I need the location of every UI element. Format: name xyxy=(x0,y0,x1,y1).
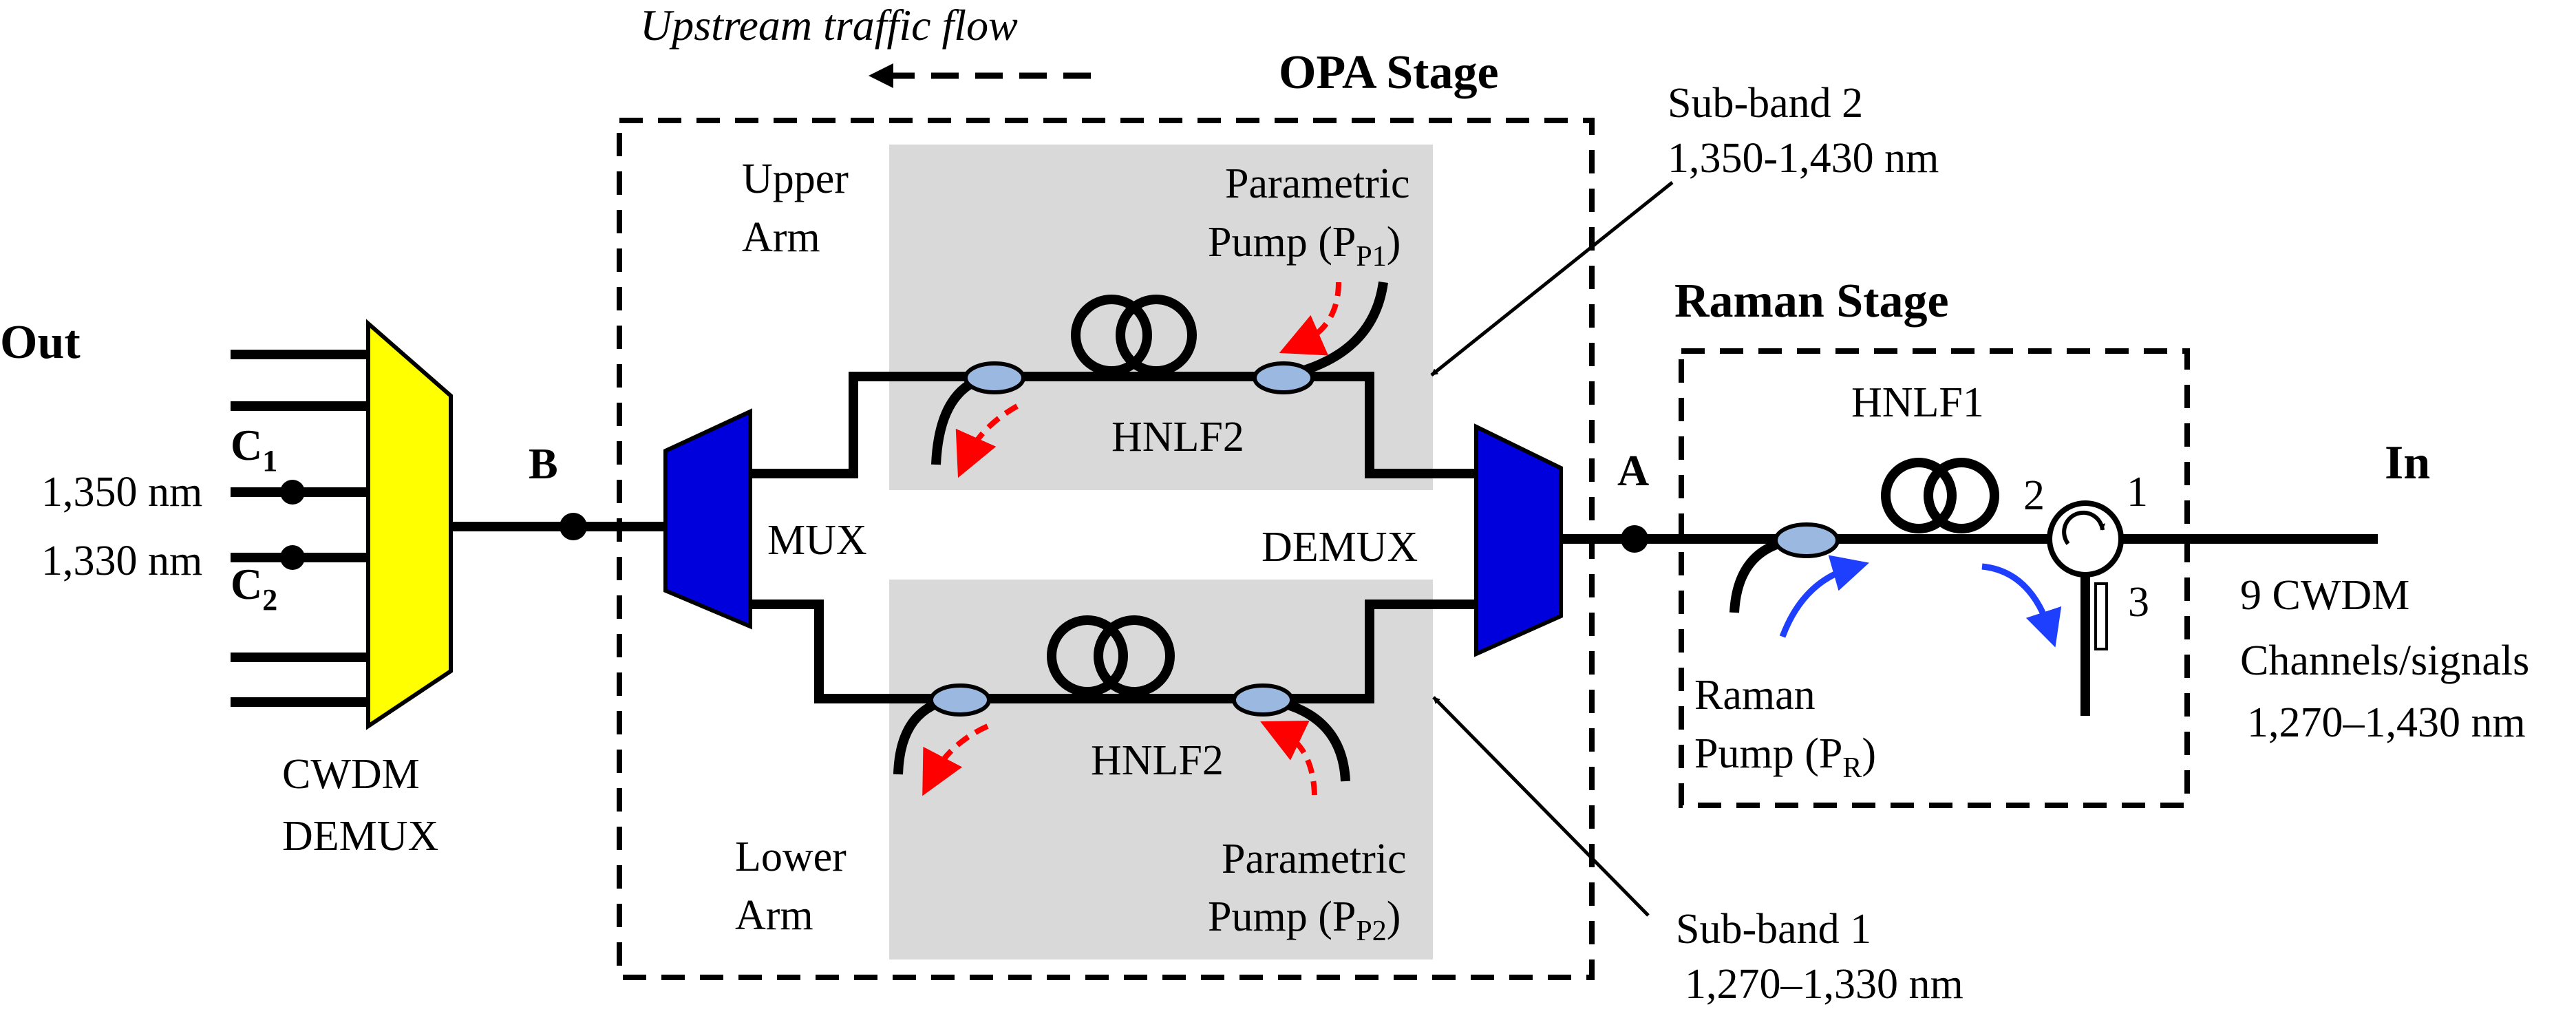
mux-label: MUX xyxy=(767,517,867,564)
parametric-pump1-line2: Pump (PP1) xyxy=(1208,219,1401,273)
mux-block xyxy=(663,408,752,630)
lower-coupler-left xyxy=(929,683,991,717)
point-b-dot xyxy=(560,513,587,540)
raman-stage-box xyxy=(1679,348,2190,808)
output-label: Out xyxy=(0,316,81,369)
c2-dot xyxy=(280,545,305,570)
c2-label: C2 xyxy=(231,560,277,617)
demux-label: DEMUX xyxy=(1262,524,1418,571)
parametric-arrow-lower-out xyxy=(922,723,989,796)
subband2-pointer xyxy=(1430,181,1674,377)
raman-pump-line1: Raman xyxy=(1694,672,1816,719)
subband2-line2: 1,350-1,430 nm xyxy=(1668,135,1939,182)
raman-coupler xyxy=(1774,522,1840,558)
c1-dot xyxy=(280,480,305,505)
hnlf1-label: HNLF1 xyxy=(1851,379,1984,426)
parametric-pump2-line1: Parametric xyxy=(1222,836,1407,882)
input-desc-line1: 9 CWDM xyxy=(2240,572,2409,619)
input-desc-line3: 1,270–1,430 nm xyxy=(2247,699,2526,746)
lower-arm-fiber xyxy=(750,600,1476,703)
cwdm-demux-block xyxy=(366,319,453,730)
flow-label: Upstream traffic flow xyxy=(640,1,1018,50)
opa-stage-title: OPA Stage xyxy=(1279,46,1499,99)
optical-circulator xyxy=(2047,500,2124,577)
circulator-port3: 3 xyxy=(2128,579,2149,626)
subband1-line1: Sub-band 1 xyxy=(1676,906,1871,953)
hnlf2-lower-label: HNLF2 xyxy=(1091,737,1224,784)
parametric-arrow-upper-pump xyxy=(1279,282,1341,356)
demux-block xyxy=(1474,423,1563,657)
subband1-pointer xyxy=(1432,696,1650,917)
lower-arm-label-line2: Arm xyxy=(735,892,813,939)
input-desc-line2: Channels/signals xyxy=(2240,637,2529,684)
point-a-dot xyxy=(1621,525,1648,553)
parametric-arrow-upper-out xyxy=(955,403,1019,478)
circulator-port2: 2 xyxy=(2023,472,2045,519)
hnlf2-upper-coil xyxy=(1071,295,1197,376)
hnlf2-lower-coil xyxy=(1047,615,1175,697)
parametric-pump1-line1: Parametric xyxy=(1225,160,1410,207)
c1-label: C1 xyxy=(231,421,277,478)
subband2-line1: Sub-band 2 xyxy=(1668,80,1863,127)
upper-arm-label-line1: Upper xyxy=(742,156,849,202)
cwdm-demux-label-line2: DEMUX xyxy=(282,813,438,860)
upper-arm-fiber xyxy=(750,372,1476,478)
parametric-arrow-lower-pump xyxy=(1260,720,1317,796)
circulator-port3-filter xyxy=(2094,582,2108,650)
upper-coupler-right xyxy=(1253,361,1314,394)
hnlf2-upper-label: HNLF2 xyxy=(1111,414,1244,460)
circulator-port1: 1 xyxy=(2127,469,2148,516)
lower-arm-label-line1: Lower xyxy=(735,834,847,880)
raman-stage-title: Raman Stage xyxy=(1674,275,1949,328)
wl-1350-label: 1,350 nm xyxy=(41,469,202,516)
wl-1330-label: 1,330 nm xyxy=(41,538,202,584)
raman-arrow-out xyxy=(1981,563,2062,648)
hnlf1-coil xyxy=(1881,458,1999,533)
point-b-label: B xyxy=(529,439,558,488)
point-a-label: A xyxy=(1617,446,1649,495)
cwdm-output-ports xyxy=(231,350,368,707)
raman-pump-line2: Pump (PR) xyxy=(1694,730,1876,784)
upper-coupler-left xyxy=(964,361,1025,394)
subband1-line2: 1,270–1,330 nm xyxy=(1685,961,1963,1008)
raman-arrow-pump xyxy=(1779,555,1869,638)
lower-coupler-right xyxy=(1232,683,1294,717)
opa-stage-box xyxy=(617,118,1595,980)
upper-arm-label-line2: Arm xyxy=(742,214,820,261)
input-label: In xyxy=(2385,436,2430,489)
cwdm-demux-label-line1: CWDM xyxy=(282,751,420,798)
parametric-pump2-line2: Pump (PP2) xyxy=(1208,893,1401,947)
